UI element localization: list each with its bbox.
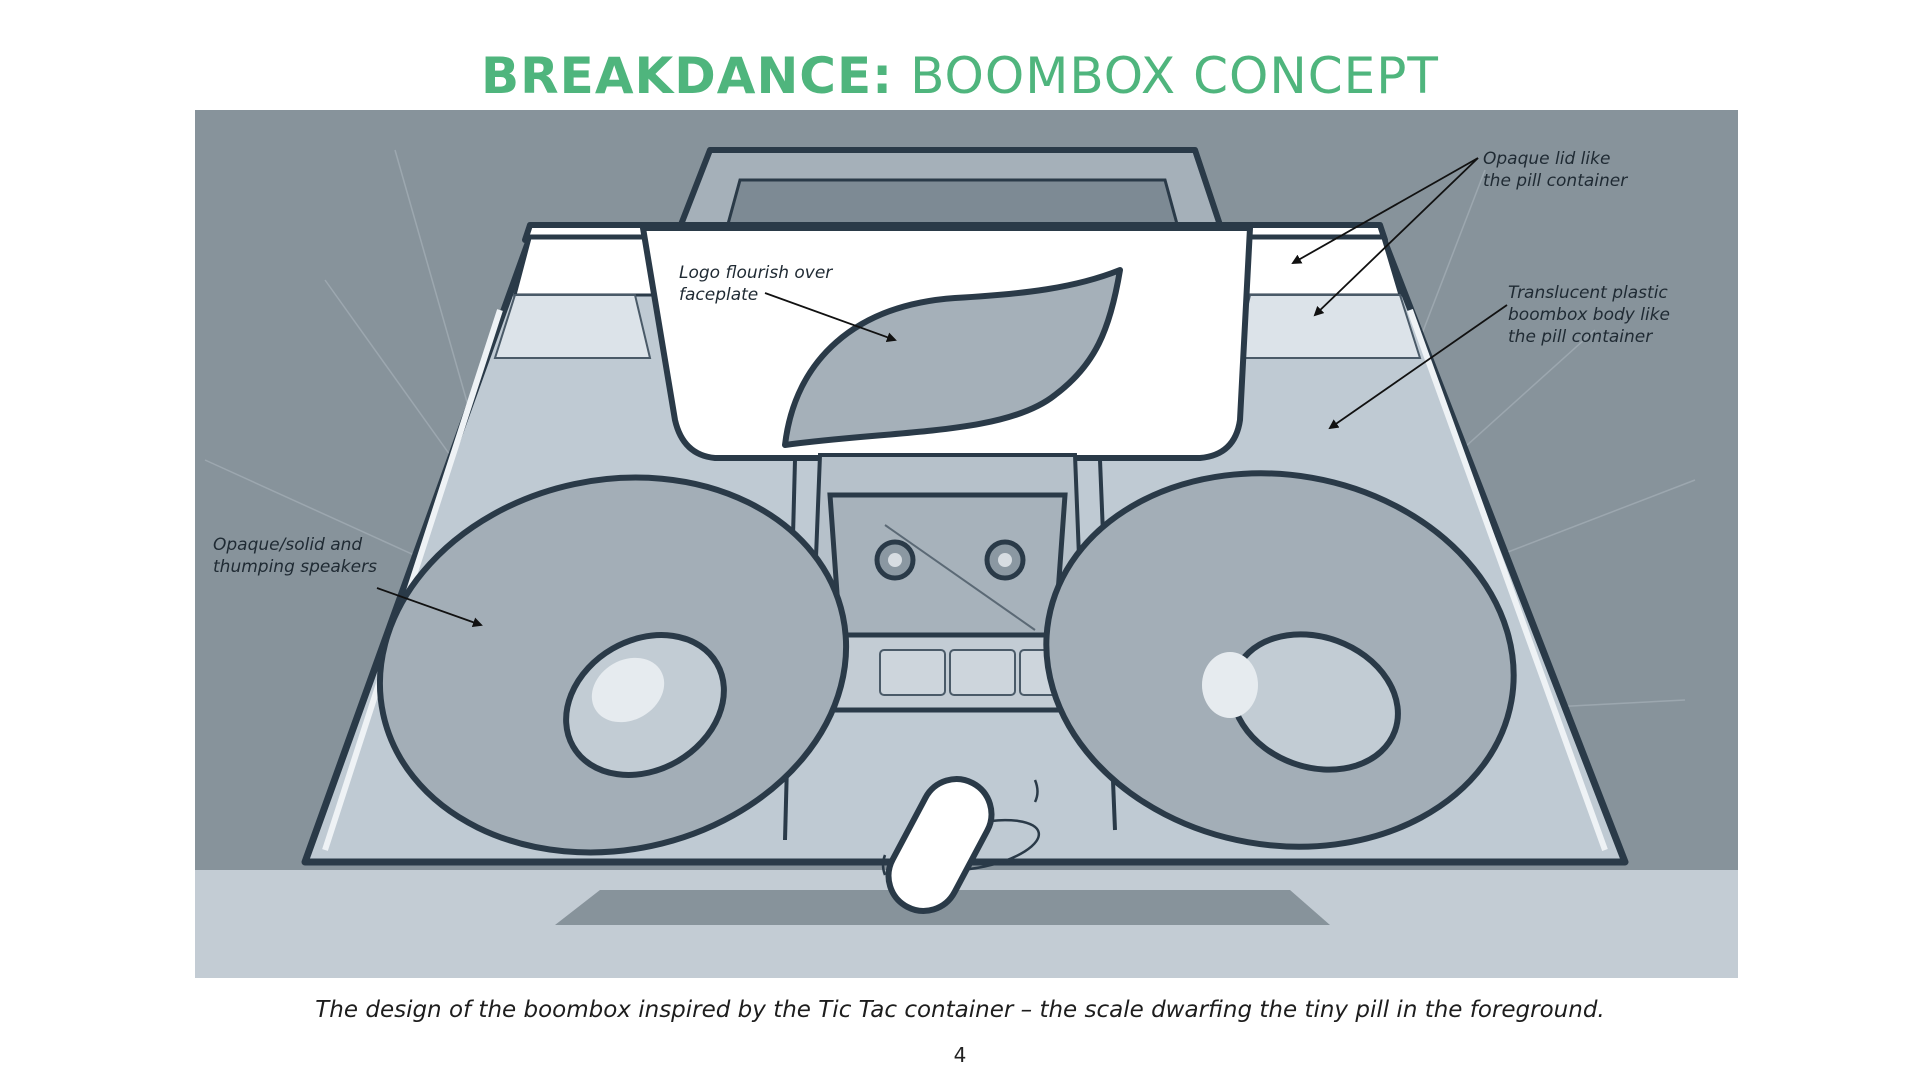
annotation-body-line-3: the pill container [1508,327,1653,347]
annotation-body-line-2: boombox body like [1508,305,1671,325]
annotation-logo-flourish: Logo flourish over faceplate [679,262,832,306]
annotation-speakers: Opaque/solid and thumping speakers [213,534,377,578]
annotation-translucent-body: Translucent plastic boombox body like th… [1508,282,1670,348]
annotation-logo-line-2: faceplate [679,285,759,305]
annotation-body-line-1: Translucent plastic [1508,283,1668,303]
annotation-lid-line-1: Opaque lid like [1483,149,1611,169]
page-title-bold: BREAKDANCE: [481,47,894,105]
annotation-speakers-line-2: thumping speakers [213,557,377,577]
body-rim-highlight [322,309,503,851]
annotation-logo-line-1: Logo flourish over [679,263,833,283]
logo-flourish [782,267,1123,448]
page-title: BREAKDANCE: BOOMBOX CONCEPT [0,46,1920,106]
page-title-light: BOOMBOX CONCEPT [910,47,1439,105]
tic-tac-pill [881,776,1041,914]
right-speaker [1043,470,1517,850]
annotation-opaque-lid: Opaque lid like the pill container [1483,148,1627,192]
left-speaker [376,474,850,856]
annotation-lid-line-2: the pill container [1483,171,1628,191]
boombox-concept-illustration: Logo flourish over faceplate Opaque lid … [195,110,1738,978]
annotation-arrows [376,157,1508,628]
page-number: 4 [953,1043,967,1067]
figure-caption: The design of the boombox inspired by th… [315,997,1605,1023]
body-bevel-left [493,294,652,359]
annotation-speakers-line-1: Opaque/solid and [213,535,363,555]
body-rim-highlight-right [1407,308,1608,852]
boombox-handle [672,147,1228,243]
body-bevel-right [1233,294,1422,359]
